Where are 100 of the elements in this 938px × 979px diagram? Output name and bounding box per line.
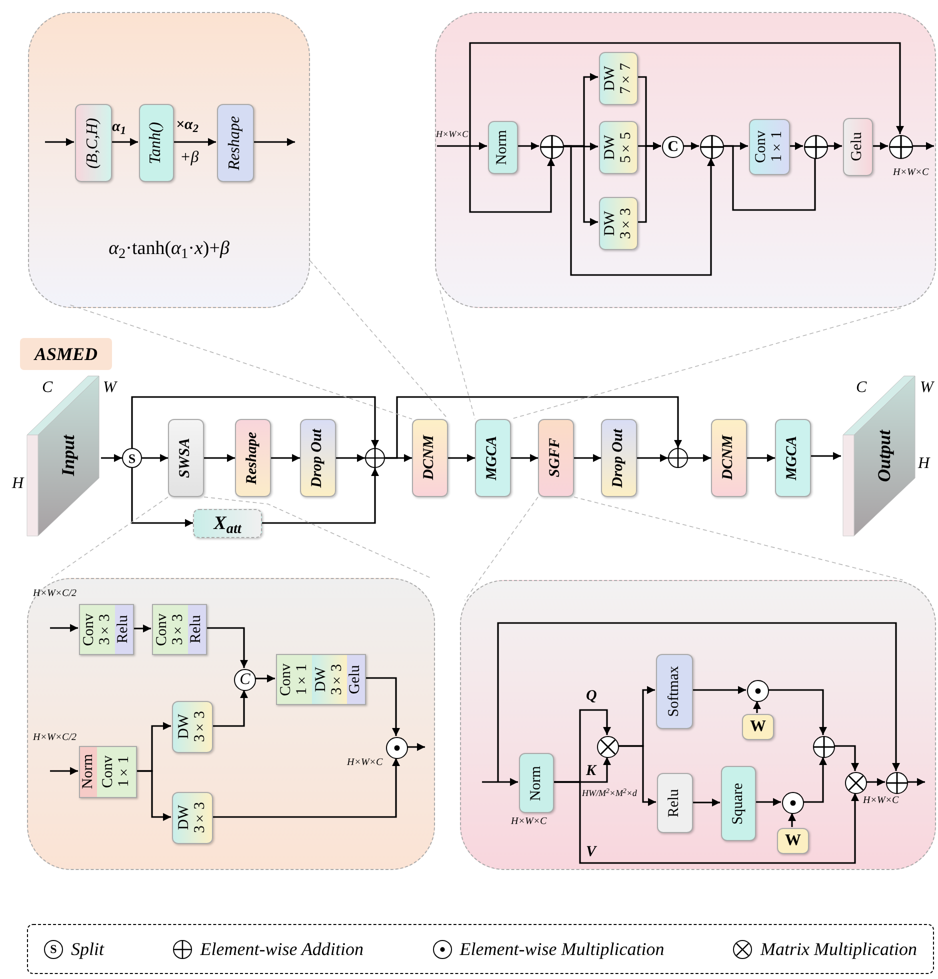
arrow: [136, 770, 171, 821]
conv-block: Conv 1×1: [749, 119, 790, 175]
dropout-block: Drop Out: [601, 419, 637, 497]
edge-label: ×α$_{2}$: [176, 118, 198, 133]
arrow: [912, 142, 934, 150]
arrow: [637, 142, 661, 223]
norm-block: Norm: [519, 753, 554, 813]
zoom-guide-line: [204, 496, 432, 578]
addition-operator: [889, 135, 913, 159]
arrow: [482, 778, 518, 786]
softmax-block: Softmax: [656, 654, 693, 729]
dimension-label: H×W×C: [893, 168, 929, 178]
arrow: [553, 781, 859, 864]
arrow: [469, 42, 904, 146]
arrow: [692, 798, 720, 806]
arrow: [212, 758, 400, 818]
dropout-block: Drop Out: [300, 419, 336, 497]
arrow: [407, 743, 425, 751]
zoom-guide-line: [51, 496, 168, 578]
zoom-guide-line: [310, 260, 448, 420]
zoom-guide-line: [464, 496, 538, 601]
dcnm-block: DCNM: [412, 419, 448, 497]
dimension-label: W: [103, 380, 116, 396]
matrix-multiplication-operator: [597, 736, 619, 758]
arrow: [563, 142, 598, 150]
dimension-label: H: [918, 456, 930, 472]
formula-text: α$_{2}$·tanh(α$_{1}$·x)+β: [108, 237, 230, 264]
arrow: [50, 624, 78, 632]
addition-operator: [540, 135, 564, 159]
arrow: [688, 454, 711, 462]
arrow: [385, 396, 682, 459]
dimension-label: C: [856, 380, 867, 396]
dimension-label: H×W×C: [436, 130, 468, 139]
dimension-label: W: [920, 380, 934, 396]
dimension-label: H: [12, 476, 24, 492]
layer-segment: Norm: [80, 747, 98, 797]
dimension-label: H×W×C: [347, 758, 383, 768]
layer-segment: Conv 3×3: [80, 605, 115, 654]
reshape-block: Reshape: [217, 104, 254, 182]
dimension-label: C: [42, 380, 53, 396]
arrow: [271, 454, 300, 462]
tanh-block: Tanh(): [139, 104, 174, 182]
arrow: [637, 454, 668, 462]
slab-label: Output: [874, 430, 894, 482]
arrow: [834, 745, 859, 771]
arrow: [173, 138, 216, 146]
norm-block: Norm: [488, 121, 518, 174]
dimension-label: H×W×C/2: [33, 733, 76, 743]
addition-operator: [804, 135, 828, 159]
attention-block: X$_{att}$: [193, 509, 262, 538]
arrow: [206, 627, 248, 668]
connector-line: [723, 145, 816, 211]
arrow: [517, 142, 539, 150]
addition-operator: [365, 448, 385, 468]
relu-block: Relu: [657, 773, 693, 833]
layer-segment: Conv 1×1: [97, 747, 136, 797]
matrix-multiplication-operator: [845, 772, 867, 794]
conv-relu-block: [152, 604, 207, 655]
reshape-block: Reshape: [235, 419, 271, 497]
legend-label: Element-wise Addition: [200, 938, 364, 960]
addition-operator: [813, 736, 835, 758]
arrow: [768, 689, 827, 735]
arrow: [683, 142, 699, 150]
mgca-block: MGCA: [775, 419, 811, 497]
arrow: [253, 138, 295, 146]
arrow: [872, 142, 888, 150]
edge-label: K: [586, 764, 596, 779]
arrow: [204, 454, 235, 462]
gelu-block: Gelu: [843, 118, 873, 176]
slab-label: Input: [58, 435, 78, 477]
layer-segment: Gelu: [347, 655, 365, 704]
arrow: [788, 813, 796, 827]
arrow: [469, 146, 555, 213]
arrow: [131, 468, 193, 527]
edge-label: α$_{1}$: [112, 120, 126, 135]
dimension-label: HW/M$^{2}$×M$^{2}$×d: [582, 789, 637, 798]
shape-block: (B,C,H): [75, 104, 112, 182]
arrow: [50, 767, 78, 775]
zoom-guide-line: [70, 304, 412, 420]
layer-segment: Conv 1×1: [277, 655, 312, 704]
concat-operator: C: [234, 669, 256, 691]
edge-label: V: [586, 845, 596, 860]
split-symbol: S: [44, 940, 63, 958]
arrow: [755, 798, 781, 806]
zoom-guide-line: [574, 496, 904, 580]
swsa-block: SWSA: [168, 419, 204, 497]
arrow: [811, 452, 841, 460]
multiplication-operator: [386, 737, 408, 759]
conv-relu-block: [79, 604, 134, 655]
arrow: [563, 145, 715, 276]
legend-label: Element-wise Multiplication: [460, 938, 664, 961]
arrow: [101, 454, 122, 462]
addition-operator: [886, 772, 908, 794]
addition-operator: [700, 135, 724, 159]
dw-block: DW 3×3: [599, 197, 638, 250]
weight-block: W: [742, 714, 774, 740]
sgff-block: SGFF: [538, 419, 574, 497]
arrow: [511, 454, 538, 462]
multiplication-operator: [782, 792, 804, 814]
concat-operator: C: [662, 136, 684, 158]
